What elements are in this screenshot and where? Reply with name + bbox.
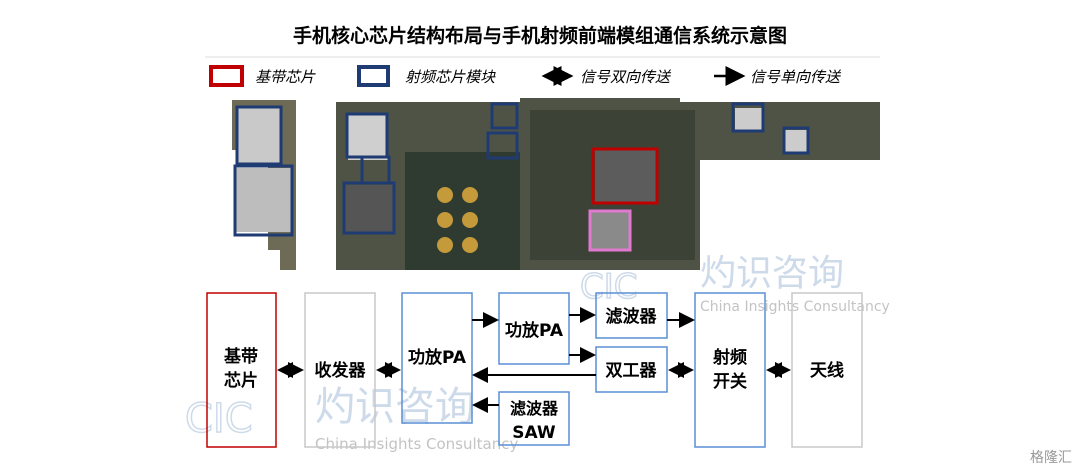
block-duplexer: 双工器 xyxy=(595,346,668,393)
block-pa-small: 功放PA xyxy=(498,292,570,365)
chip-highlights xyxy=(233,102,810,252)
legend-baseband-label: 基带芯片 xyxy=(255,68,316,86)
svg-text:收发器: 收发器 xyxy=(315,360,367,381)
svg-text:滤波器: 滤波器 xyxy=(606,306,658,327)
svg-text:基带: 基带 xyxy=(223,346,258,367)
corner-watermark: 格隆汇 xyxy=(1030,450,1072,466)
block-saw-filter: 滤波器 SAW xyxy=(498,391,570,446)
legend-baseband-swatch xyxy=(209,65,244,87)
phone-board-photo xyxy=(232,98,880,270)
legend-unidirectional-label: 信号单向传送 xyxy=(750,68,842,86)
block-filter: 滤波器 xyxy=(595,292,668,339)
watermark: CIC 灼识咨询 China Insights Consultancy CIC … xyxy=(184,253,890,453)
svg-text:开关: 开关 xyxy=(713,371,747,392)
svg-text:功放PA: 功放PA xyxy=(408,347,467,368)
title: 手机核心芯片结构布局与手机射频前端模组通信系统示意图 xyxy=(293,24,787,47)
svg-text:SAW: SAW xyxy=(512,423,556,443)
block-transceiver: 收发器 xyxy=(304,292,376,448)
svg-text:芯片: 芯片 xyxy=(224,370,258,391)
svg-text:China Insights Consultancy: China Insights Consultancy xyxy=(700,299,890,315)
svg-text:China Insights Consultancy: China Insights Consultancy xyxy=(315,435,518,453)
svg-text:灼识咨询: 灼识咨询 xyxy=(700,253,844,294)
svg-text:射频: 射频 xyxy=(712,347,747,368)
svg-text:功放PA: 功放PA xyxy=(505,320,564,341)
svg-text:滤波器: 滤波器 xyxy=(510,399,559,418)
block-pa-main: 功放PA xyxy=(401,292,473,424)
block-antenna: 天线 xyxy=(791,292,863,448)
signal-arrows xyxy=(277,307,791,413)
legend-bidirectional-label: 信号双向传送 xyxy=(580,68,672,86)
svg-text:CIC: CIC xyxy=(185,396,253,442)
legend-rf-label: 射频芯片模块 xyxy=(405,68,496,86)
svg-text:双工器: 双工器 xyxy=(606,361,658,381)
block-rf-switch: 射频 开关 xyxy=(694,292,766,448)
block-baseband: 基带 芯片 xyxy=(206,292,277,448)
svg-text:天线: 天线 xyxy=(810,360,844,381)
svg-text:CIC: CIC xyxy=(580,267,638,307)
legend-rf-swatch xyxy=(357,65,390,87)
